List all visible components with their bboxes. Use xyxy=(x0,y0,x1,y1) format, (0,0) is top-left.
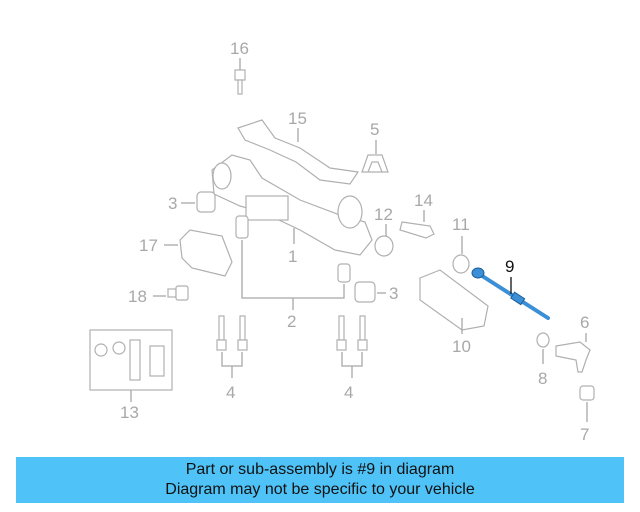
part-4-bolts-left[interactable] xyxy=(216,315,248,351)
callout-5: 5 xyxy=(370,120,379,139)
callout-3b: 3 xyxy=(389,284,398,303)
leader-4b xyxy=(341,352,363,378)
part-8-nut[interactable] xyxy=(536,332,550,348)
part-16-bolt[interactable] xyxy=(234,69,246,95)
callout-18: 18 xyxy=(128,287,147,306)
callout-15: 15 xyxy=(288,109,307,128)
part-17-cover[interactable] xyxy=(179,229,233,277)
part-2-insulators[interactable] xyxy=(235,215,351,283)
notice-line-1: Part or sub-assembly is #9 in diagram xyxy=(185,461,455,478)
callout-4a: 4 xyxy=(226,383,235,402)
part-1-steering-gear[interactable] xyxy=(211,154,373,256)
callout-7: 7 xyxy=(580,425,589,444)
callout-13: 13 xyxy=(120,403,139,422)
part-5-bracket[interactable] xyxy=(361,154,389,173)
part-10-boot[interactable] xyxy=(419,269,489,331)
part-9-inner-tie-rod[interactable] xyxy=(471,267,550,320)
part-15-heat-shield[interactable] xyxy=(237,119,360,185)
callout-12: 12 xyxy=(374,205,393,224)
part-7-nut[interactable] xyxy=(579,385,595,401)
callout-3a: 3 xyxy=(168,194,177,213)
callout-6: 6 xyxy=(580,313,589,332)
part-18-bolt[interactable] xyxy=(167,285,189,301)
callout-1: 1 xyxy=(288,247,297,266)
part-4-bolts-right[interactable] xyxy=(336,315,368,351)
part-11-clamp[interactable] xyxy=(452,254,470,274)
part-13-kit[interactable] xyxy=(89,329,173,391)
callout-10: 10 xyxy=(452,337,471,356)
callout-11: 11 xyxy=(452,215,470,234)
part-6-tie-rod-end[interactable] xyxy=(555,341,591,373)
callout-16: 16 xyxy=(230,39,249,58)
callout-8: 8 xyxy=(538,369,547,388)
notice-line-2: Diagram may not be specific to your vehi… xyxy=(165,481,475,498)
part-14-link[interactable] xyxy=(399,221,435,239)
callout-2: 2 xyxy=(287,312,296,331)
part-12-clamp[interactable] xyxy=(374,235,394,257)
callout-9: 9 xyxy=(505,257,514,276)
part-3-bushing-lower[interactable] xyxy=(354,281,376,303)
leader-4a xyxy=(221,352,243,378)
notice-banner: Part or sub-assembly is #9 in diagram Di… xyxy=(16,457,624,503)
callout-14: 14 xyxy=(414,191,433,210)
callout-4b: 4 xyxy=(344,383,353,402)
parts-diagram: 16 15 5 1 3 3 2 14 12 11 17 xyxy=(89,39,595,444)
callout-17: 17 xyxy=(139,236,158,255)
part-3-bushing-upper[interactable] xyxy=(196,191,216,213)
